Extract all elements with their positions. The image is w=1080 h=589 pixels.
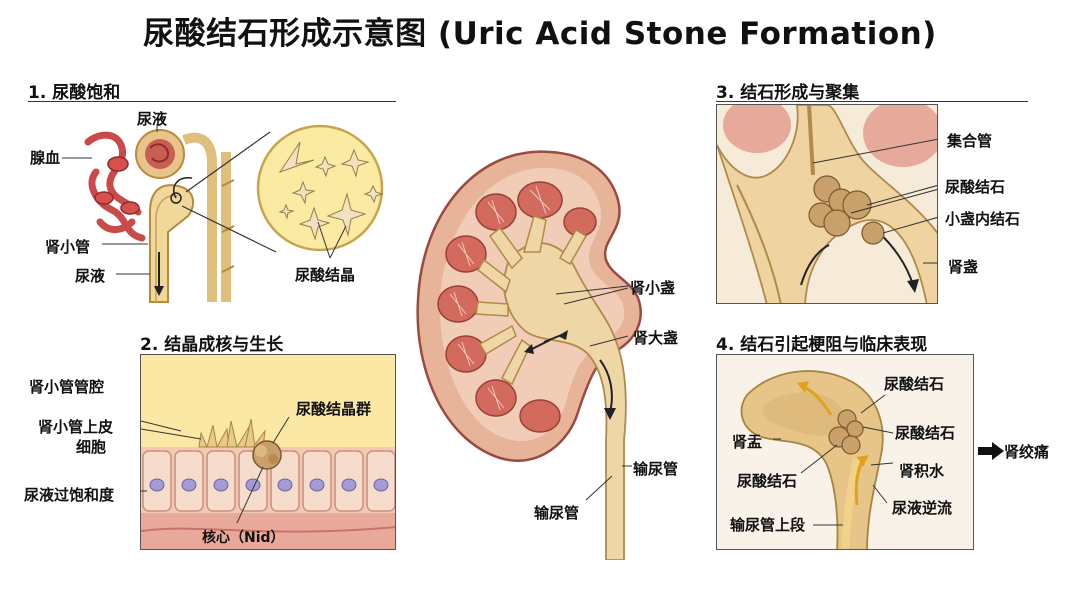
label-uric-stones: 尿酸结石	[945, 178, 1006, 196]
label-renal-pelvis: 肾盂	[732, 433, 763, 451]
label-calyx-stone: 小盏内结石	[945, 210, 1021, 228]
label-tubule: 肾小管	[45, 238, 91, 256]
label-blood: 腺血	[30, 149, 61, 167]
label-ureter-right: 输尿管	[633, 460, 679, 478]
label-calyx: 肾盏	[948, 258, 979, 276]
section3-rule	[716, 101, 1028, 102]
label-hydronephrosis: 肾积水	[899, 462, 945, 480]
label-major-calyx: 肾大盏	[633, 329, 679, 347]
label-minor-calyx: 肾小盏	[630, 279, 676, 297]
label-lumen: 肾小管管腔	[29, 378, 105, 396]
section1-rule	[28, 101, 396, 102]
section3-heading: 3. 结石形成与聚集	[716, 83, 860, 103]
section2-heading: 2. 结晶成核与生长	[140, 335, 284, 355]
label-ureter-bottom: 输尿管	[534, 504, 580, 522]
label-urine-top: 尿液	[137, 110, 168, 128]
label-collecting-duct: 集合管	[947, 132, 993, 150]
label-urine: 尿液	[75, 267, 106, 285]
label-stone-left: 尿酸结石	[737, 472, 798, 490]
page-title: 尿酸结石形成示意图 (Uric Acid Stone Formation)	[143, 16, 937, 52]
kidney-illustration	[416, 150, 642, 560]
right-arrow-icon	[978, 442, 1004, 460]
section3-panel	[716, 104, 938, 304]
section4-panel	[716, 354, 974, 550]
label-uric-crystals: 尿酸结晶	[295, 266, 356, 284]
section2-panel	[140, 354, 396, 550]
label-nucleus: 核心（Nid）	[202, 530, 285, 546]
section1-illustration	[62, 124, 384, 303]
label-supersaturation: 尿液过饱和度	[24, 486, 115, 504]
label-crystal-cluster: 尿酸结晶群	[296, 400, 372, 418]
label-upper-ureter: 输尿管上段	[730, 516, 806, 534]
label-stone-right: 尿酸结石	[895, 424, 956, 442]
section1-heading: 1. 尿酸饱和	[28, 83, 121, 103]
label-epithelium-2: 细胞	[76, 438, 107, 456]
label-urine-reflux: 尿液逆流	[892, 499, 953, 517]
label-stone-top: 尿酸结石	[884, 375, 945, 393]
label-epithelium-1: 肾小管上皮	[38, 418, 114, 436]
section4-heading: 4. 结石引起梗阻与临床表现	[716, 335, 928, 355]
label-renal-colic: 肾绞痛	[1004, 443, 1050, 461]
